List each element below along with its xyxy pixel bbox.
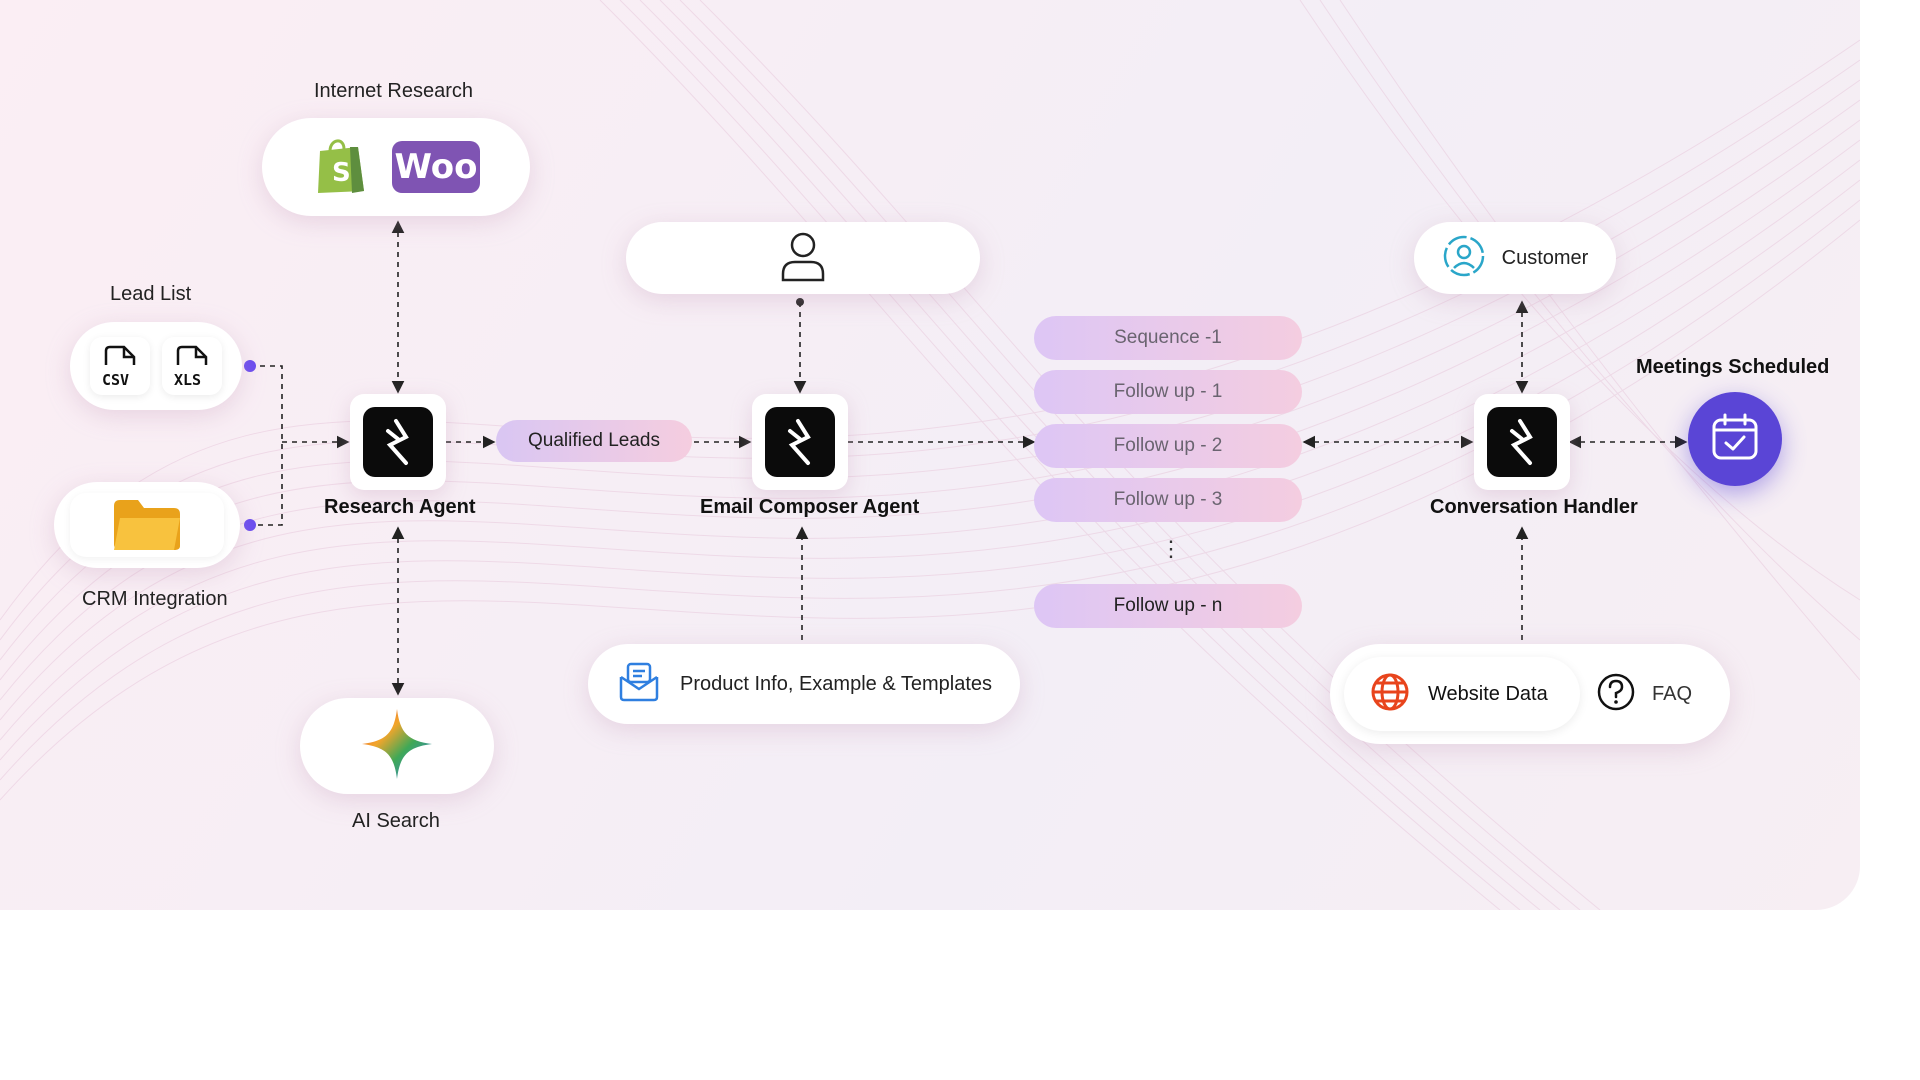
connector-dot (796, 298, 804, 306)
woocommerce-icon: Woo (392, 141, 480, 193)
followup-item-2: Follow up - 2 (1034, 424, 1302, 468)
user-icon (778, 230, 828, 287)
shopify-icon: S (312, 135, 370, 200)
connector-dot (244, 519, 256, 531)
xls-file-icon: XLS (162, 337, 222, 395)
product-info-label: Product Info, Example & Templates (680, 672, 993, 695)
ai-search-label: AI Search (352, 810, 440, 832)
svg-text:XLS: XLS (174, 371, 201, 389)
svg-text:S: S (332, 158, 351, 188)
followup-item-n: Follow up - n (1034, 584, 1302, 628)
diagram-canvas: Internet Research S Woo Lead List CSV (0, 0, 1860, 910)
conversation-handler-node[interactable] (1474, 394, 1570, 490)
user-node[interactable] (626, 222, 980, 294)
meetings-scheduled-label: Meetings Scheduled (1636, 356, 1830, 378)
crm-integration-node[interactable] (54, 482, 240, 568)
internet-research-node[interactable]: S Woo (262, 118, 530, 216)
agent-logo-icon (1487, 407, 1557, 477)
followup-item-3: Follow up - 3 (1034, 478, 1302, 522)
lead-list-node[interactable]: CSV XLS (70, 322, 242, 410)
meetings-scheduled-node[interactable] (1688, 392, 1782, 486)
website-data-label: Website Data (1428, 682, 1548, 705)
ai-search-node[interactable] (300, 698, 494, 794)
email-template-icon (618, 661, 660, 708)
email-composer-agent-node[interactable] (752, 394, 848, 490)
website-data-chip[interactable]: Website Data (1344, 657, 1580, 731)
question-icon (1596, 672, 1636, 717)
sequence-item-1: Sequence -1 (1034, 316, 1302, 360)
internet-research-label: Internet Research (314, 80, 473, 102)
research-agent-label: Research Agent (324, 496, 476, 518)
sequence-ellipsis: ⋮ (1160, 536, 1182, 561)
svg-text:CSV: CSV (102, 371, 129, 389)
followup-item-1: Follow up - 1 (1034, 370, 1302, 414)
connector-dot (244, 360, 256, 372)
globe-icon (1370, 672, 1410, 717)
email-composer-agent-label: Email Composer Agent (700, 496, 920, 518)
calendar-check-icon (1711, 412, 1759, 467)
lead-list-label: Lead List (110, 283, 192, 305)
csv-file-icon: CSV (90, 337, 150, 395)
qualified-leads-pill: Qualified Leads (496, 420, 692, 462)
connector-layer (244, 220, 1688, 696)
faq-chip[interactable]: FAQ (1596, 672, 1692, 717)
conversation-handler-label: Conversation Handler (1430, 496, 1638, 518)
woo-logo-text: Woo (394, 147, 478, 187)
faq-label: FAQ (1652, 682, 1693, 705)
folder-icon (70, 493, 224, 557)
ai-sparkle-icon (360, 707, 434, 786)
customer-label: Customer (1501, 246, 1589, 269)
research-agent-node[interactable] (350, 394, 446, 490)
product-info-node[interactable]: Product Info, Example & Templates (588, 644, 1020, 724)
knowledge-base-node: Website Data FAQ (1330, 644, 1730, 744)
crm-integration-label: CRM Integration (82, 588, 228, 610)
customer-node[interactable]: Customer (1414, 222, 1616, 294)
customer-icon (1442, 234, 1486, 283)
agent-logo-icon (363, 407, 433, 477)
agent-logo-icon (765, 407, 835, 477)
